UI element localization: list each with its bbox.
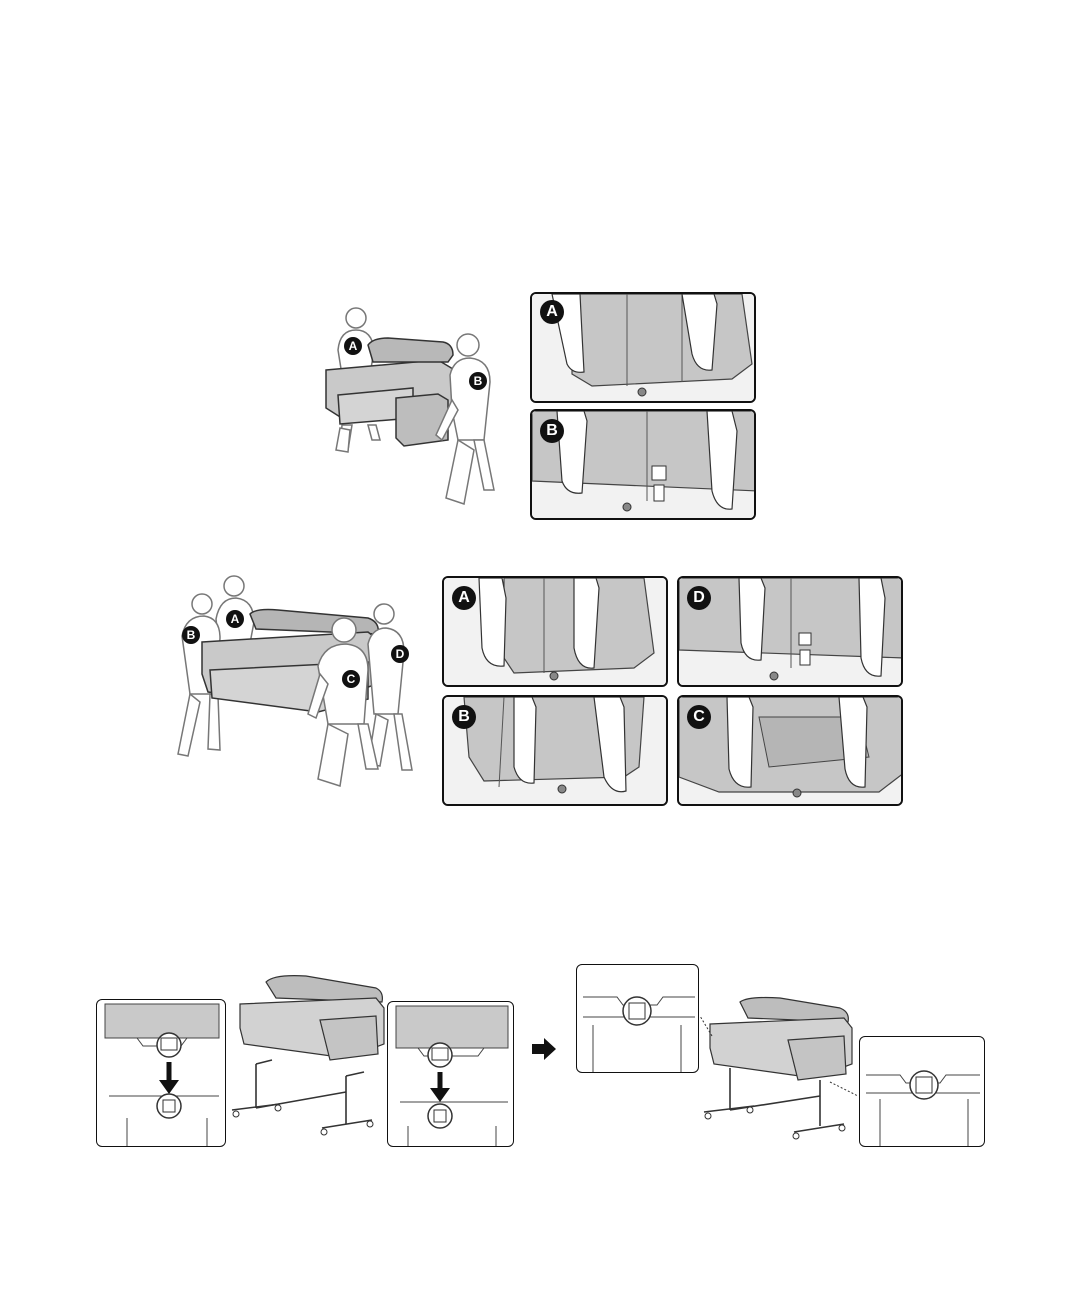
mounted-peg-illustration-top (577, 965, 699, 1073)
mount-peg-illustration-left (97, 1000, 226, 1147)
hand-grip-illustration-c (679, 697, 903, 806)
printer-stand-illustration-after (700, 996, 858, 1140)
printer-on-stand-after (700, 996, 858, 1140)
stand-detail-left (96, 999, 226, 1147)
detail-panel-b: B (530, 409, 756, 520)
detail-panel-c: C (677, 695, 903, 806)
panel-c-badge: C (687, 705, 711, 729)
printer-on-stand-before (226, 968, 386, 1138)
hand-grip-illustration-b (532, 411, 756, 520)
hand-grip-illustration-d (679, 578, 903, 687)
mount-peg-illustration-right (388, 1002, 514, 1147)
person-d-badge: D (391, 645, 409, 663)
person-b-badge: B (469, 372, 487, 390)
four-person-lift-illustration (168, 574, 418, 794)
mounted-peg-illustration-bottom (860, 1037, 985, 1147)
panel-b-badge: B (540, 419, 564, 443)
detail-panel-b: B (442, 695, 668, 806)
detail-panel-d: D (677, 576, 903, 687)
hand-grip-illustration-a (532, 294, 756, 403)
stand-detail-top (576, 964, 699, 1073)
hand-grip-illustration-a (444, 578, 668, 687)
hand-grip-illustration-b (444, 697, 668, 806)
two-person-lift-figure: A B (318, 300, 508, 515)
detail-panel-a: A (442, 576, 668, 687)
panel-b-badge: B (452, 705, 476, 729)
person-a-badge: A (344, 337, 362, 355)
stand-detail-right (387, 1001, 514, 1147)
panel-a-badge: A (540, 300, 564, 324)
person-a-badge: A (226, 610, 244, 628)
person-c-badge: C (342, 670, 360, 688)
detail-panel-a: A (530, 292, 756, 403)
four-person-lift-figure: A B C D (168, 574, 418, 794)
panel-a-badge: A (452, 586, 476, 610)
printer-stand-illustration-before (226, 968, 386, 1138)
two-person-lift-illustration (318, 300, 508, 515)
stand-detail-bottom-right (859, 1036, 985, 1147)
panel-d-badge: D (687, 586, 711, 610)
right-arrow-icon (532, 1038, 556, 1060)
person-b-badge: B (182, 626, 200, 644)
step-arrow (532, 1038, 556, 1060)
